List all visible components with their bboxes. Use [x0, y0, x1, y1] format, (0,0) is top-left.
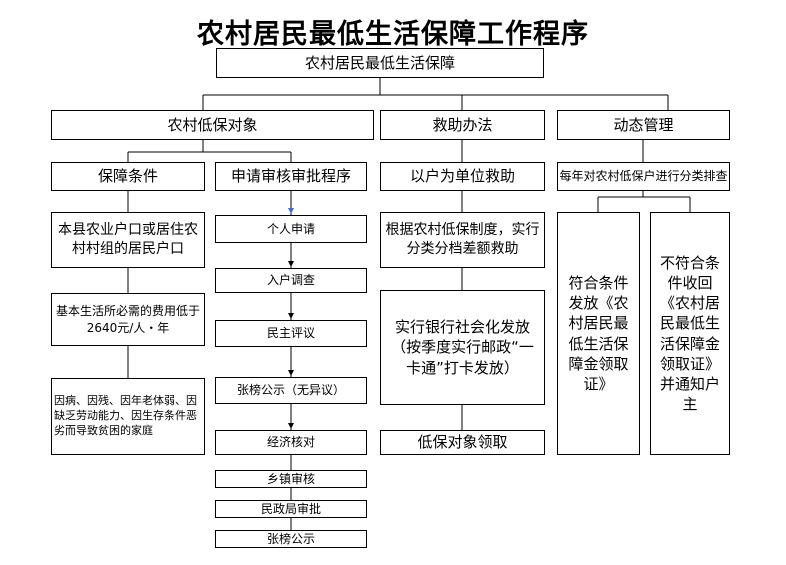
- condition-3: 因病、因残、因年老体弱、因缺乏劳动能力、因生存条件恶劣而导致贫困的家庭: [51, 378, 205, 455]
- procedure-header: 申请审核审批程序: [215, 162, 367, 191]
- step-2: 入户调查: [215, 268, 367, 293]
- unit-header: 以户为单位救助: [380, 162, 545, 191]
- condition-1: 本县农业户口或居住农村村组的居民户口: [51, 212, 205, 268]
- relief-3: 低保对象领取: [380, 430, 545, 455]
- step-1: 个人申请: [215, 215, 367, 243]
- condition-2: 基本生活所必需的费用低于2640元/人・年: [51, 293, 205, 346]
- step-7: 民政局审批: [215, 500, 367, 518]
- step-4: 张榜公示（无异议）: [215, 377, 367, 404]
- step-3: 民主评议: [215, 320, 367, 347]
- relief-1: 根据农村低保制度，实行分类分档差额救助: [380, 212, 545, 268]
- dynamic-header: 每年对农村低保户进行分类排查: [557, 162, 730, 191]
- step-6: 乡镇审核: [215, 470, 367, 488]
- dynamic-unqualified: 不符合条件收回《农村居民最低生活保障金领取证》并通知户主: [650, 212, 730, 455]
- dynamic-qualified: 符合条件发放《农村居民最低生活保障金领取证》: [557, 212, 640, 455]
- step-8: 张榜公示: [215, 530, 367, 548]
- category-dynamic-management: 动态管理: [557, 110, 730, 140]
- root-box: 农村居民最低生活保障: [216, 48, 544, 78]
- category-rural-recipients: 农村低保对象: [51, 110, 374, 140]
- step-5: 经济核对: [215, 430, 367, 455]
- page-title: 农村居民最低生活保障工作程序: [197, 19, 589, 50]
- category-relief-method: 救助办法: [380, 110, 545, 140]
- conditions-header: 保障条件: [51, 162, 205, 191]
- relief-2: 实行银行社会化发放（按季度实行邮政“一卡通”打卡发放）: [380, 290, 545, 405]
